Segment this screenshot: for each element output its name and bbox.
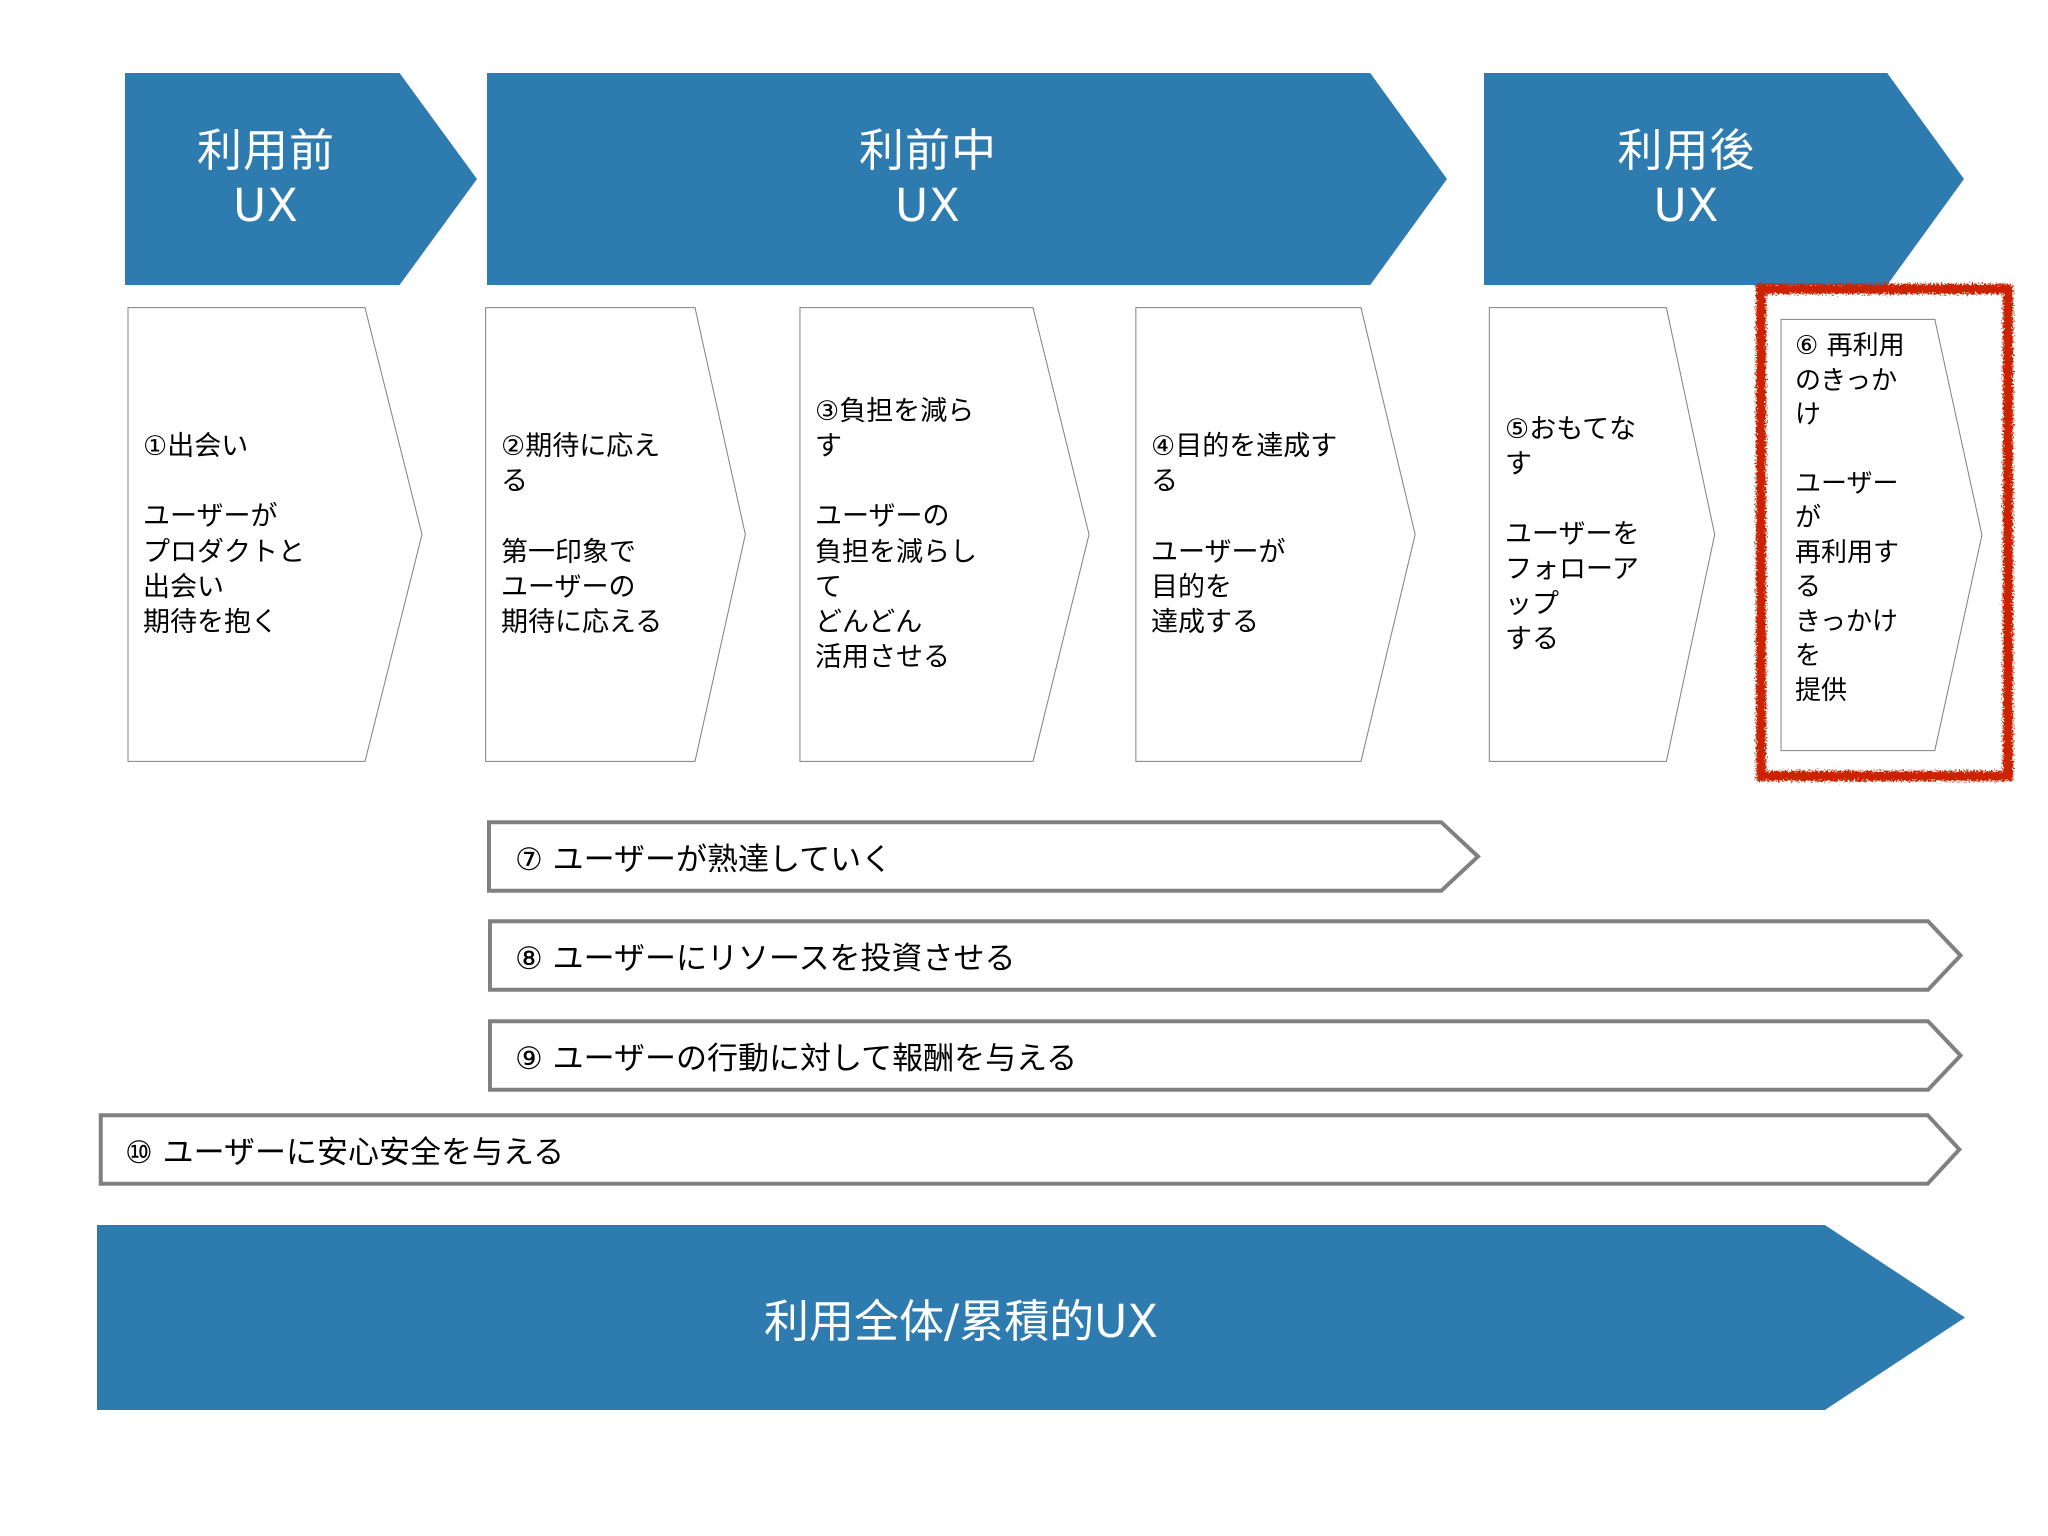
step-card-4-body: ユーザーが 目的を 達成する <box>1151 536 1286 638</box>
principle-bar-8[interactable]: ⑧ ユーザーにリソースを投資させる <box>487 919 1965 992</box>
principle-bar-9-label: ⑨ ユーザーの行動に対して報酬を与える <box>515 1041 1078 1077</box>
step-card-2-text: ②期待に応え る 第一印象で ユーザーの 期待に応える <box>501 303 690 766</box>
step-card-3-body: ユーザーの 負担を減らし て どんどん 活用させる <box>815 501 977 673</box>
step-card-2[interactable]: ②期待に応え る 第一印象で ユーザーの 期待に応える <box>483 303 748 766</box>
step-card-2-body: 第一印象で ユーザーの 期待に応える <box>501 536 663 638</box>
step-card-4-heading: ④目的を達成す る <box>1151 431 1338 498</box>
step-card-5-heading: ⑤おもてな す <box>1505 413 1637 480</box>
phase-banner-after-line1: 利用後 <box>1617 124 1756 178</box>
chevron-outline-shape-2 <box>483 303 748 766</box>
step-card-3[interactable]: ③負担を減ら す ユーザーの 負担を減らし て どんどん 活用させる <box>797 303 1092 766</box>
principle-bar-9[interactable]: ⑨ ユーザーの行動に対して報酬を与える <box>487 1019 1965 1092</box>
principle-bar-10-label: ⑩ ユーザーに安心安全を与える <box>125 1135 565 1171</box>
phase-banner-after-line2: UX <box>1653 179 1720 232</box>
phase-banner-during[interactable]: 利前中 UX <box>487 73 1447 285</box>
step-card-5-text: ⑤おもてな す ユーザーを フォローア ップ する <box>1505 303 1659 766</box>
phase-banner-before[interactable]: 利用前 UX <box>125 73 477 285</box>
principle-bar-7-label: ⑦ ユーザーが熟達していく <box>515 842 893 878</box>
overall-ux-banner[interactable]: 利用全体/累積的UX <box>97 1225 1965 1410</box>
step-card-2-heading: ②期待に応え る <box>501 431 661 498</box>
step-card-3-heading: ③負担を減ら す <box>815 396 975 463</box>
phase-banner-before-line2: UX <box>233 179 299 232</box>
phase-banner-during-text: 利前中 UX <box>859 124 997 234</box>
chevron-outline-shape-4 <box>1133 303 1418 766</box>
phase-banner-during-line1: 利前中 <box>858 124 997 178</box>
phase-banner-row: 利用前 UX 利前中 UX 利用後 UX <box>0 0 2048 285</box>
pentagon-outline-shape-10 <box>97 1113 1965 1186</box>
chevron-outline-shape-6 <box>1779 315 1984 755</box>
step-card-6[interactable]: ⑥ 再利用 のきっか け ユーザー が 再利用す る きっかけ を 提供 <box>1779 315 1984 755</box>
step-card-5[interactable]: ⑤おもてな す ユーザーを フォローア ップ する <box>1487 303 1717 766</box>
step-card-4-text: ④目的を達成す る ユーザーが 目的を 達成する <box>1151 303 1360 766</box>
step-card-3-text: ③負担を減ら す ユーザーの 負担を減らし て どんどん 活用させる <box>815 303 1034 766</box>
step-card-1-heading: ①出会い <box>143 431 249 463</box>
step-card-1[interactable]: ①出会い ユーザーが プロダクトと 出会い 期待を抱く <box>125 303 425 766</box>
chevron-outline-shape-3 <box>797 303 1092 766</box>
step-card-4[interactable]: ④目的を達成す る ユーザーが 目的を 達成する <box>1133 303 1418 766</box>
step-card-6-heading: ⑥ 再利用 のきっか け <box>1795 331 1905 431</box>
chevron-outline-shape-5 <box>1487 303 1717 766</box>
principle-bar-7[interactable]: ⑦ ユーザーが熟達していく <box>487 820 1481 893</box>
phase-banner-during-line2: UX <box>895 179 961 232</box>
step-card-1-body: ユーザーが プロダクトと 出会い 期待を抱く <box>143 501 305 638</box>
chevron-outline-shape-1 <box>125 303 425 766</box>
principle-bar-10[interactable]: ⑩ ユーザーに安心安全を与える <box>97 1113 1965 1186</box>
step-card-6-body: ユーザー が 再利用す る きっかけ を 提供 <box>1795 468 1900 706</box>
phase-banner-after[interactable]: 利用後 UX <box>1484 73 1964 285</box>
step-card-6-text: ⑥ 再利用 のきっか け ユーザー が 再利用す る きっかけ を 提供 <box>1795 329 1938 741</box>
pentagon-outline-shape-7 <box>487 820 1481 893</box>
phase-banner-before-text: 利用前 UX <box>197 124 335 234</box>
phase-banner-after-text: 利用後 UX <box>1617 124 1755 234</box>
phase-banner-before-line1: 利用前 <box>196 124 335 178</box>
step-card-1-text: ①出会い ユーザーが プロダクトと 出会い 期待を抱く <box>143 303 367 766</box>
overall-ux-banner-label: 利用全体/累積的UX <box>764 1295 1158 1348</box>
step-card-5-body: ユーザーを フォローア ップ する <box>1505 518 1640 656</box>
principle-bar-8-label: ⑧ ユーザーにリソースを投資させる <box>515 941 1016 977</box>
pentagon-outline-shape-9 <box>487 1019 1965 1092</box>
pentagon-outline-shape-8 <box>487 919 1965 992</box>
